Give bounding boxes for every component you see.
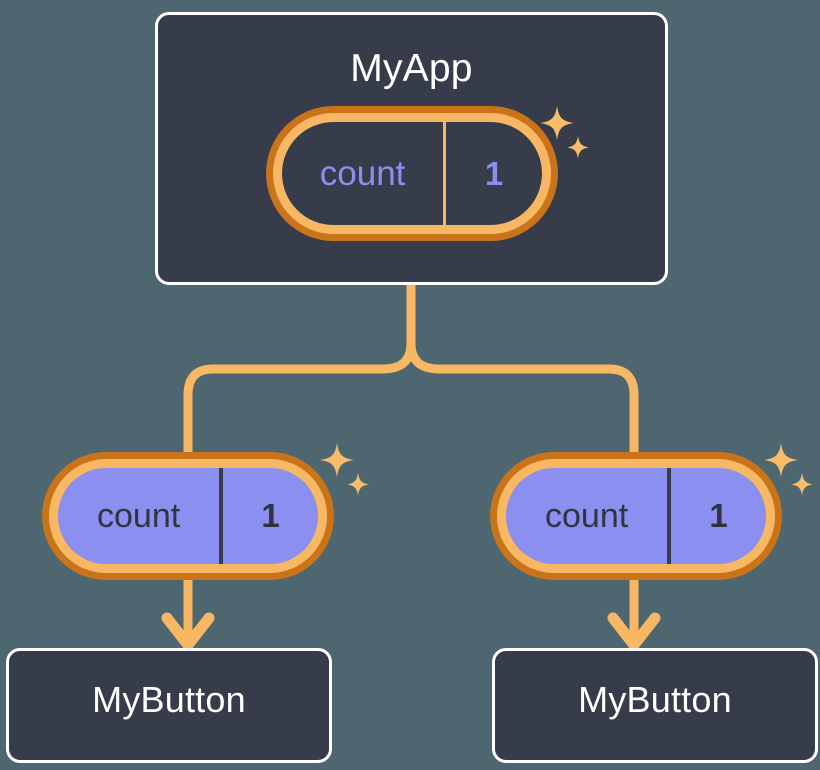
arrow-down-icon <box>607 612 661 651</box>
pill-inner-ring: count 1 <box>273 113 551 234</box>
pill-body: count 1 <box>58 468 318 564</box>
state-key-label: count <box>545 496 629 535</box>
state-key-label: count <box>319 153 406 193</box>
state-pill-left[interactable]: count 1 <box>42 452 334 580</box>
component-title: MyButton <box>92 679 246 720</box>
sparkle-small <box>791 473 813 496</box>
pill-inner-ring: count 1 <box>497 459 775 573</box>
pill-body: count 1 <box>282 122 542 225</box>
state-value-label: 1 <box>443 122 542 225</box>
pill-body: count 1 <box>506 468 766 564</box>
sparkle-small <box>347 473 369 496</box>
sparkle-large <box>320 443 354 477</box>
component-title: MyButton <box>578 679 732 720</box>
component-card-mybutton-left[interactable]: MyButton <box>6 648 332 763</box>
arrow-down-icon <box>161 612 215 651</box>
state-value-label: 1 <box>219 468 318 564</box>
component-card-mybutton-right[interactable]: MyButton <box>492 648 818 763</box>
state-value-label: 1 <box>667 468 766 564</box>
state-pill-myapp[interactable]: count 1 <box>266 106 558 241</box>
sparkle-large <box>764 443 798 477</box>
state-key-label: count <box>97 496 181 535</box>
connector-branch-right <box>406 342 639 452</box>
state-pill-right[interactable]: count 1 <box>490 452 782 580</box>
connector-branch-left <box>183 342 416 452</box>
pill-inner-ring: count 1 <box>49 459 327 573</box>
page-title: MyApp <box>350 47 473 90</box>
